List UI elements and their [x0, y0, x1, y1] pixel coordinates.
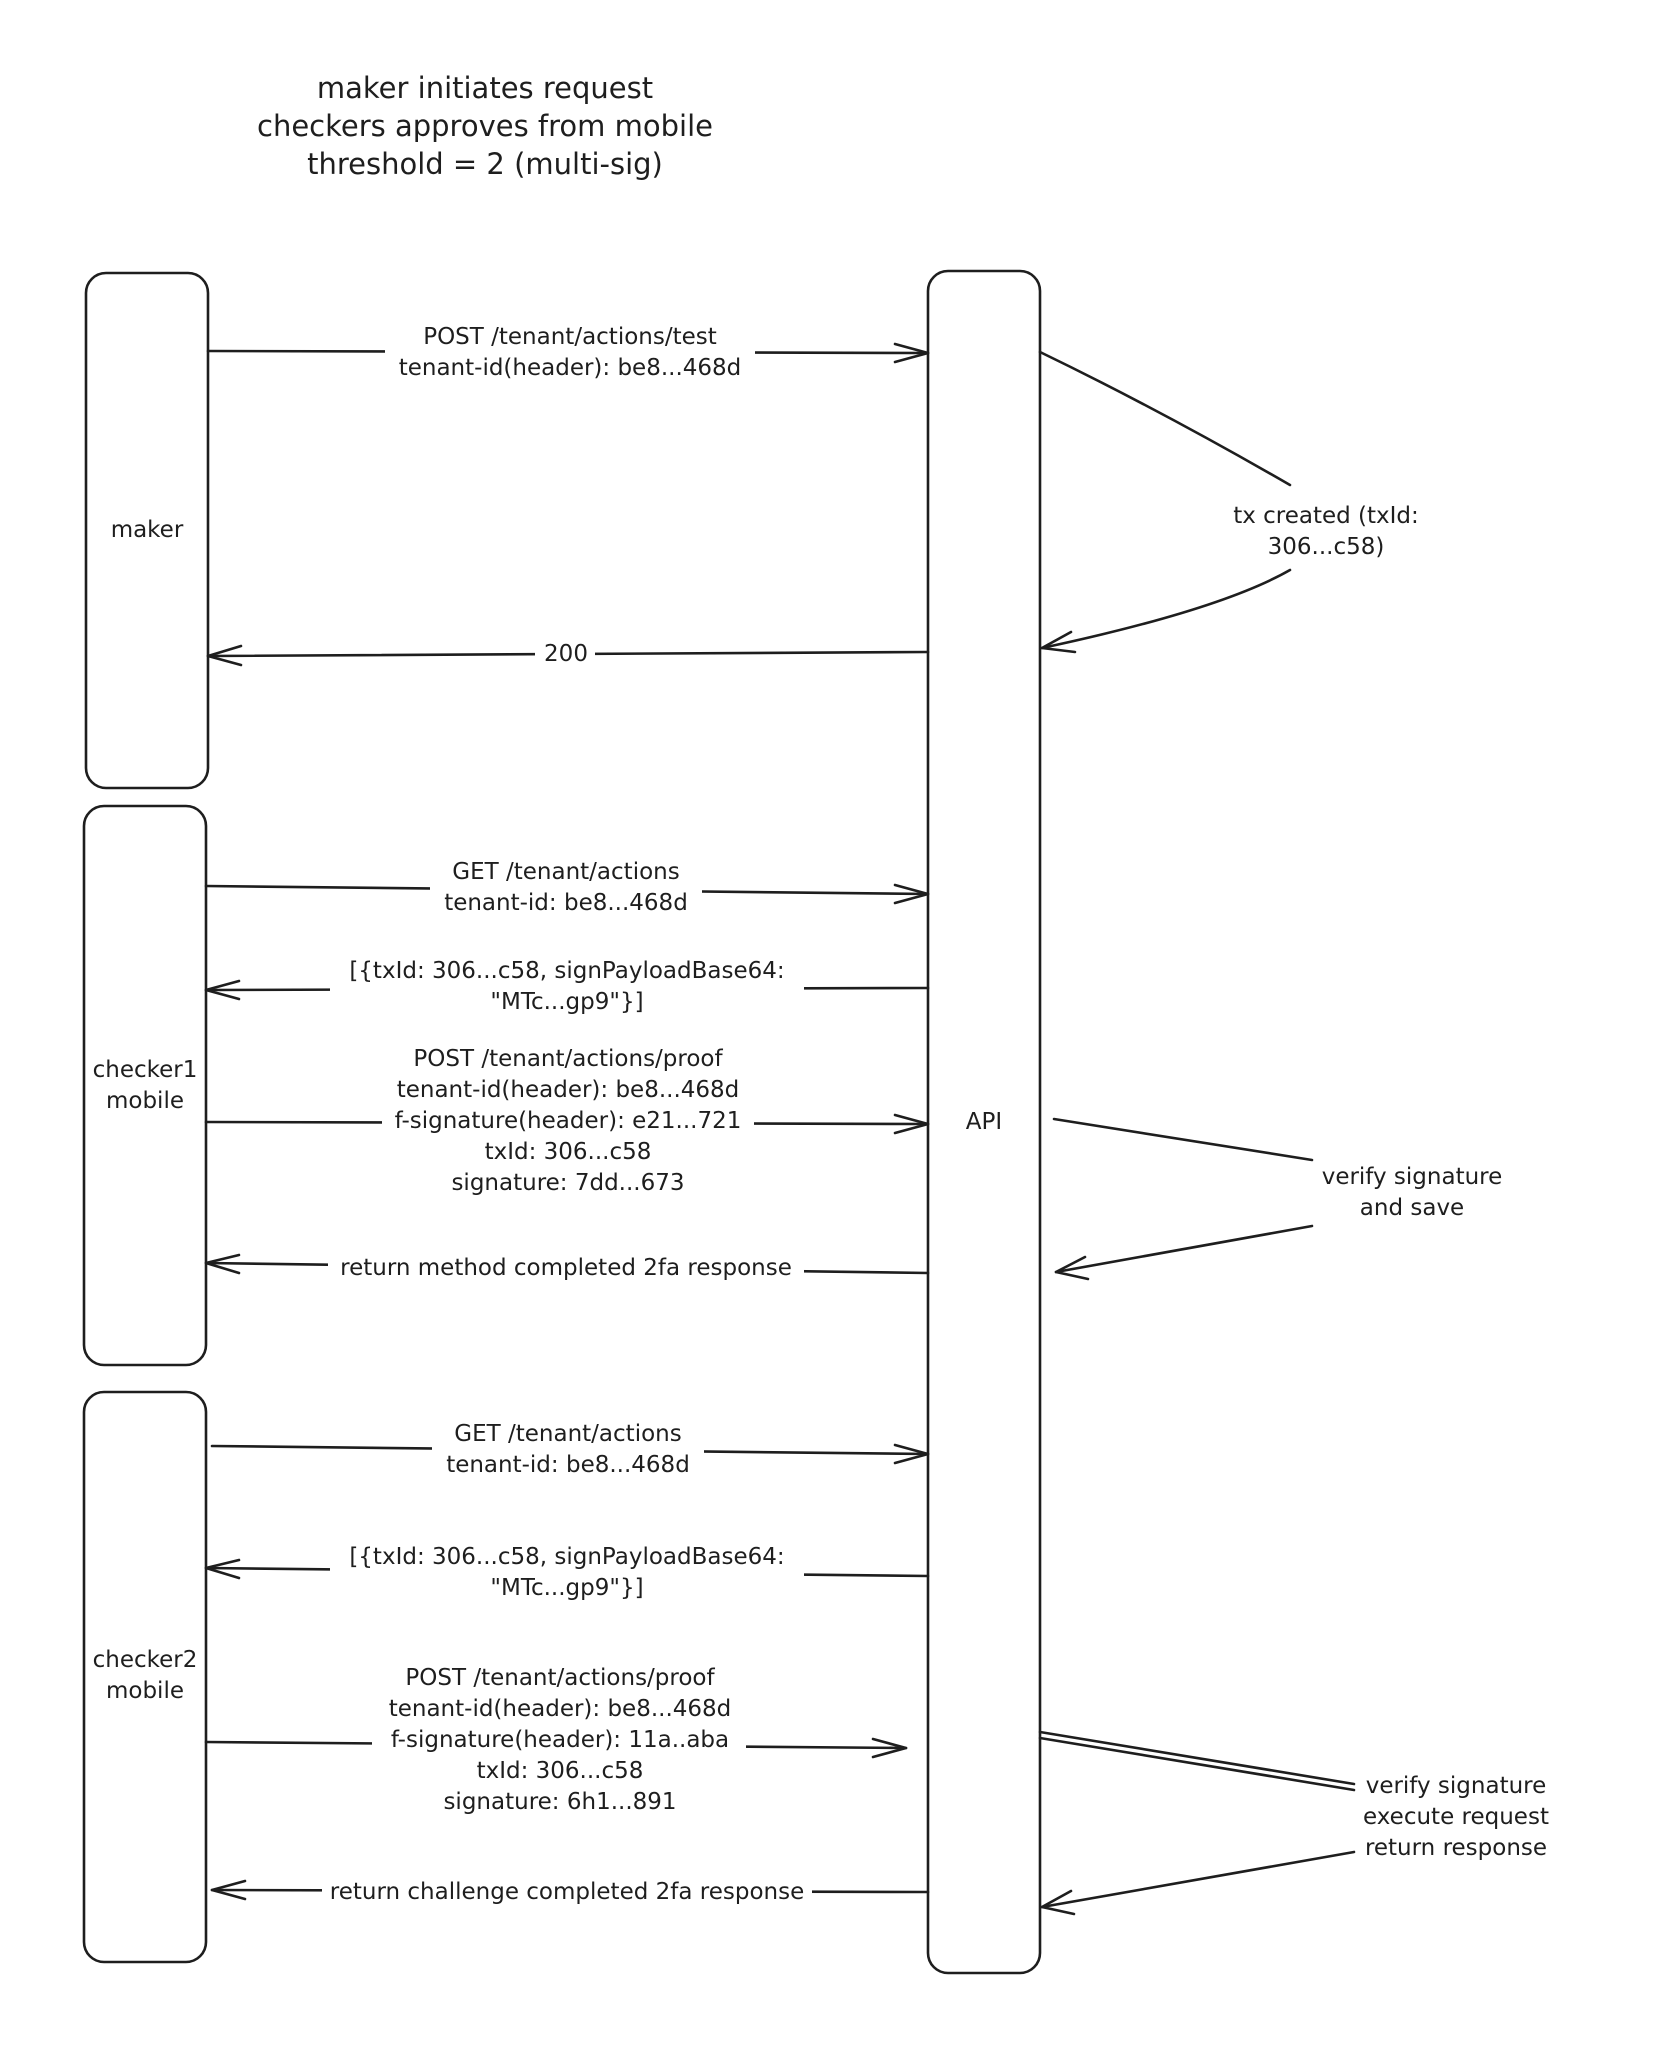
tx-created-arrowhead	[1040, 630, 1077, 654]
checker1-get-request-arrowhead	[893, 883, 930, 905]
maker-response-arrow: 200	[206, 638, 930, 668]
checker2-lane-box	[82, 1390, 208, 1964]
title-line-1: maker initiates request	[317, 71, 653, 105]
checker2-proof-response-arrowhead	[210, 1879, 247, 1901]
checker2-proof-request-label-line-4: txId: 306...c58	[477, 1758, 644, 1784]
checker1-get-request-arrow: GET /tenant/actions tenant-id: be8...468…	[204, 856, 930, 920]
checker1-lane: checker1 mobile	[82, 804, 208, 1367]
checker1-get-request-label-line-1: GET /tenant/actions	[452, 859, 679, 885]
checker2-get-response-arrow: [{txId: 306...c58, signPayloadBase64: "M…	[204, 1541, 930, 1605]
checker1-proof-request-arrow: POST /tenant/actions/proof tenant-id(hea…	[204, 1043, 930, 1203]
checker2-get-request-arrowhead	[893, 1443, 930, 1465]
checker1-proof-request-label-line-1: POST /tenant/actions/proof	[413, 1046, 723, 1072]
checker2-proof-request-label-line-2: tenant-id(header): be8...468d	[389, 1696, 732, 1722]
maker-lane-label: maker	[111, 517, 184, 543]
checker2-proof-request-label-line-5: signature: 6h1...891	[443, 1789, 676, 1815]
checker2-proof-request-label-line-3: f-signature(header): 11a..aba	[391, 1727, 729, 1753]
checker2-proof-request-label-line-1: POST /tenant/actions/proof	[405, 1665, 715, 1691]
checker1-get-response-arrowhead	[204, 979, 241, 1001]
checker2-get-request-arrow: GET /tenant/actions tenant-id: be8...468…	[210, 1418, 930, 1482]
execute-request-arrowhead	[1040, 1889, 1076, 1916]
title-line-3: threshold = 2 (multi-sig)	[307, 147, 663, 181]
checker1-proof-request-label-line-4: txId: 306...c58	[485, 1139, 652, 1165]
checker2-proof-response-arrow: return challenge completed 2fa response	[210, 1876, 930, 1908]
maker-response-label: 200	[544, 641, 588, 667]
checker1-proof-request-arrowhead	[893, 1113, 930, 1135]
verify-save-connector-bottom	[1054, 1224, 1314, 1274]
tx-created-connector-top	[1038, 350, 1292, 487]
api-lane-box	[926, 269, 1042, 1975]
execute-request-note-line-3: return response	[1365, 1835, 1547, 1861]
execute-request-connector-bottom	[1040, 1850, 1356, 1909]
verify-save-arrowhead	[1054, 1255, 1090, 1281]
checker1-proof-request-label-line-2: tenant-id(header): be8...468d	[397, 1077, 740, 1103]
api-lane-label: API	[966, 1109, 1002, 1135]
checker2-proof-request-arrowhead	[871, 1737, 908, 1759]
checker2-get-request-label-line-2: tenant-id: be8...468d	[446, 1452, 690, 1478]
execute-request-note: verify signature execute request return …	[1038, 1730, 1549, 1916]
checker2-proof-request-arrow: POST /tenant/actions/proof tenant-id(hea…	[204, 1662, 908, 1822]
verify-save-note: verify signature and save	[1052, 1117, 1503, 1281]
checker1-lane-label-line-1: checker1	[93, 1057, 198, 1083]
checker2-get-response-label-line-1: [{txId: 306...c58, signPayloadBase64:	[349, 1544, 784, 1570]
maker-lane-box	[84, 271, 210, 790]
verify-save-note-line-1: verify signature	[1322, 1164, 1503, 1190]
execute-request-note-line-2: execute request	[1363, 1804, 1549, 1830]
api-lane: API	[926, 269, 1042, 1975]
verify-save-note-line-2: and save	[1360, 1195, 1464, 1221]
checker2-get-response-label-line-2: "MTc...gp9"}]	[490, 1575, 643, 1601]
execute-request-note-line-1: verify signature	[1366, 1773, 1547, 1799]
execute-request-connector-top-shadow	[1038, 1736, 1356, 1792]
maker-response-arrowhead	[206, 644, 243, 667]
maker-request-label-line-1: POST /tenant/actions/test	[423, 324, 717, 350]
checker2-get-request-label-line-1: GET /tenant/actions	[454, 1421, 681, 1447]
checker1-proof-response-arrowhead	[204, 1253, 241, 1275]
maker-lane: maker	[84, 271, 210, 790]
checker1-proof-request-label-line-3: f-signature(header): e21...721	[395, 1108, 742, 1134]
checker2-proof-response-label: return challenge completed 2fa response	[330, 1879, 804, 1905]
checker1-lane-label-line-2: mobile	[106, 1088, 184, 1114]
checker1-get-response-label-line-2: "MTc...gp9"}]	[490, 989, 643, 1015]
tx-created-note: tx created (txId: 306...c58)	[1038, 350, 1419, 654]
diagram-title: maker initiates request checkers approve…	[257, 71, 713, 181]
maker-request-arrowhead	[893, 342, 930, 364]
title-line-2: checkers approves from mobile	[257, 109, 713, 143]
checker1-proof-response-label: return method completed 2fa response	[340, 1255, 792, 1281]
checker2-lane-label-line-1: checker2	[93, 1647, 198, 1673]
maker-request-label-line-2: tenant-id(header): be8...468d	[399, 355, 742, 381]
execute-request-connector-top	[1038, 1730, 1356, 1786]
checker1-lane-box	[82, 804, 208, 1367]
checker1-proof-response-arrow: return method completed 2fa response	[204, 1252, 930, 1284]
tx-created-note-line-2: 306...c58)	[1268, 534, 1385, 560]
checker2-get-response-arrowhead	[204, 1558, 241, 1580]
tx-created-note-line-1: tx created (txId:	[1233, 503, 1419, 529]
verify-save-connector-top	[1052, 1117, 1314, 1162]
checker1-proof-request-label-line-5: signature: 7dd...673	[451, 1170, 684, 1196]
checker2-lane-label-line-2: mobile	[106, 1678, 184, 1704]
checker1-get-response-arrow: [{txId: 306...c58, signPayloadBase64: "M…	[204, 955, 930, 1019]
tx-created-connector-bottom	[1040, 568, 1292, 650]
maker-request-arrow: POST /tenant/actions/test tenant-id(head…	[206, 322, 930, 386]
checker1-get-request-label-line-2: tenant-id: be8...468d	[444, 890, 688, 916]
checker1-get-response-label-line-1: [{txId: 306...c58, signPayloadBase64:	[349, 958, 784, 984]
checker2-lane: checker2 mobile	[82, 1390, 208, 1964]
